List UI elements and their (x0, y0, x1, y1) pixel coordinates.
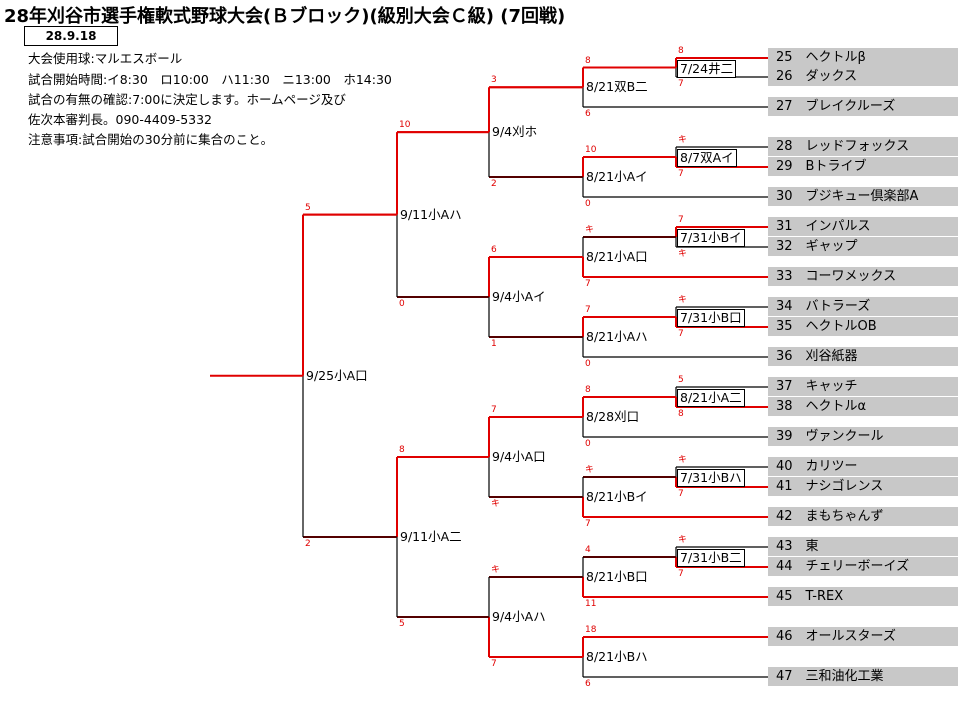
team-name: 40 カリツー (768, 457, 958, 476)
r2-match-1-score-top: 8 (585, 55, 591, 66)
r1-match-4-score-bottom: 7 (678, 329, 684, 339)
info-confirm: 試合の有無の確認:7:00に決定します。ホームページ及び (28, 92, 346, 107)
info-ball: 大会使用球:マルエスボール (28, 51, 183, 66)
team-name: 31 インパルス (768, 217, 958, 236)
r1-match-7-score-top: キ (678, 535, 688, 545)
r2-match-6-score-bottom: 7 (585, 519, 591, 529)
team-name: 43 東 (768, 537, 958, 556)
r4-match-1-score-bottom: 0 (399, 299, 405, 309)
r2-match-6-score-top: キ (585, 465, 595, 475)
team-name: 35 ヘクトルOB (768, 317, 958, 336)
r2-match-6-label: 8/21小Bイ (586, 489, 648, 504)
r2-match-7-label: 8/21小B口 (586, 569, 648, 584)
r2-match-2-score-top: 10 (585, 145, 597, 155)
team-name: 27 ブレイクルーズ (768, 97, 958, 116)
team-name: 36 刈谷紙器 (768, 347, 958, 366)
r3-match-1-score-top: 3 (491, 75, 497, 86)
r5-match-1-score-bottom: 2 (305, 539, 311, 549)
r2-match-5-score-top: 8 (585, 385, 591, 395)
team-name: 28 レッドフォックス (768, 137, 958, 156)
r1-match-7-label: 7/31小B二 (677, 549, 745, 567)
r2-match-8-score-bottom: 6 (585, 679, 591, 689)
team-name: 25 ヘクトルβ (768, 48, 958, 67)
r2-match-4-score-top: 7 (585, 305, 591, 315)
team-name: 46 オールスターズ (768, 627, 958, 646)
r2-match-7-score-top: 4 (585, 545, 591, 555)
r3-match-2-score-top: 6 (491, 245, 497, 255)
r1-match-5-label: 8/21小A二 (677, 389, 745, 407)
r2-match-5-label: 8/28刈口 (586, 409, 640, 424)
team-name: 42 まもちゃんず (768, 507, 958, 526)
r2-match-3-label: 8/21小A口 (586, 249, 648, 264)
r1-match-7-score-bottom: 7 (678, 569, 684, 579)
r1-match-3-score-bottom: キ (678, 249, 688, 259)
r3-match-4-label: 9/4小Aハ (492, 609, 546, 624)
team-name: 34 バトラーズ (768, 297, 958, 316)
r3-match-1-score-bottom: 2 (491, 179, 497, 189)
r1-match-3-label: 7/31小Bイ (677, 229, 745, 247)
r3-match-1-label: 9/4刈ホ (492, 124, 538, 140)
r2-match-4-label: 8/21小Aハ (586, 329, 648, 344)
team-name: 30 ブジキュー倶楽部A (768, 187, 958, 206)
r1-match-5-score-top: 5 (678, 375, 684, 385)
team-name: 47 三和油化工業 (768, 667, 958, 686)
info-umpire: 佐次本審判長。090-4409-5332 (28, 112, 213, 127)
r1-match-2-score-bottom: 7 (678, 169, 684, 179)
r1-match-6-score-bottom: 7 (678, 489, 684, 499)
r5-match-1-label: 9/25小A口 (306, 367, 368, 383)
team-name: 37 キャッチ (768, 377, 958, 396)
r1-match-6-label: 7/31小Bハ (677, 469, 745, 487)
r2-match-5-score-bottom: 0 (585, 439, 591, 449)
team-name: 32 ギャップ (768, 237, 958, 256)
team-name: 41 ナシゴレンス (768, 477, 958, 496)
r5-match-1-score-top: 5 (305, 202, 311, 213)
r3-match-2-label: 9/4小Aイ (492, 289, 546, 304)
r3-match-3-score-bottom: キ (491, 499, 501, 509)
r1-match-5-score-bottom: 8 (678, 409, 684, 419)
r2-match-8-label: 8/21小Bハ (586, 649, 648, 664)
r1-match-1-score-top: 8 (678, 46, 684, 56)
r1-match-6-score-top: キ (678, 455, 688, 465)
r1-match-4-label: 7/31小B口 (677, 309, 745, 327)
team-name: 39 ヴァンクール (768, 427, 958, 446)
r2-match-4-score-bottom: 0 (585, 359, 591, 369)
r2-match-2-score-bottom: 0 (585, 199, 591, 209)
r1-match-2-label: 8/7双Aイ (677, 149, 737, 167)
team-name: 45 T-REX (768, 587, 958, 606)
r1-match-3-score-top: 7 (678, 215, 684, 225)
r4-match-2-label: 9/11小A二 (400, 529, 462, 544)
r3-match-4-score-bottom: 7 (491, 659, 497, 669)
r4-match-1-label: 9/11小Aハ (400, 206, 462, 222)
r3-match-3-score-top: 7 (491, 405, 497, 415)
r1-match-1-score-bottom: 7 (678, 79, 684, 89)
team-name: 26 ダックス (768, 67, 958, 86)
r2-match-2-label: 8/21小Aイ (586, 169, 648, 184)
r2-match-3-score-bottom: 7 (585, 279, 591, 289)
r3-match-3-label: 9/4小A口 (492, 449, 546, 464)
info-notes: 注意事項:試合開始の30分前に集合のこと。 (28, 132, 274, 147)
r1-match-2-score-top: キ (678, 135, 688, 145)
r4-match-1-score-top: 10 (399, 120, 411, 131)
team-name: 33 コーワメックス (768, 267, 958, 286)
r1-match-1-label: 7/24井二 (677, 59, 737, 78)
r2-match-3-score-top: キ (585, 225, 595, 235)
r2-match-8-score-top: 18 (585, 625, 597, 635)
r4-match-2-score-top: 8 (399, 445, 405, 455)
r3-match-2-score-bottom: 1 (491, 339, 497, 349)
team-name: 38 ヘクトルα (768, 397, 958, 416)
r2-match-1-score-bottom: 6 (585, 109, 591, 119)
r2-match-1-label: 8/21双B二 (586, 79, 648, 95)
info-start-times: 試合開始時間:イ8:30 ロ10:00 ハ11:30 ニ13:00 ホ14:30 (28, 72, 392, 87)
r4-match-2-score-bottom: 5 (399, 619, 405, 629)
team-name: 44 チェリーボーイズ (768, 557, 958, 576)
date-box: 28.9.18 (24, 26, 118, 46)
page-title: 28年刈谷市選手権軟式野球大会(Ｂブロック)(級別大会Ｃ級) (7回戦) (4, 6, 566, 27)
r2-match-7-score-bottom: 11 (585, 599, 597, 609)
r3-match-4-score-top: キ (491, 565, 501, 575)
r1-match-4-score-top: キ (678, 295, 688, 305)
team-name: 29 Bトライブ (768, 157, 958, 176)
